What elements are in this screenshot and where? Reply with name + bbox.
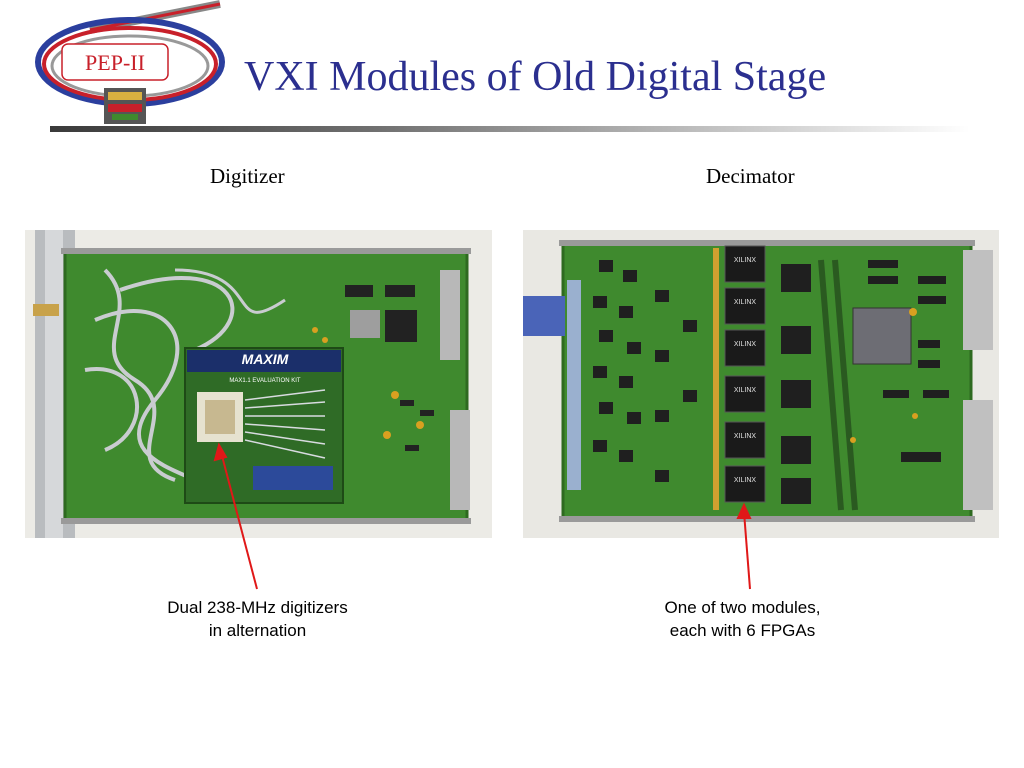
fpga-label-4: XILINX xyxy=(734,387,757,394)
fpga-label-1: XILINX xyxy=(734,257,757,264)
fpga-label-3: XILINX xyxy=(734,341,757,348)
digitizer-caption-line-1: Dual 238-MHz digitizers xyxy=(167,598,348,617)
decimator-label: Decimator xyxy=(706,164,795,188)
pep-ii-logo: PEP-II xyxy=(30,0,235,130)
decimator-caption-line-1: One of two modules, xyxy=(664,598,821,617)
slide-title: VXI Modules of Old Digital Stage xyxy=(244,54,827,100)
fpga-label-2: XILINX xyxy=(734,299,757,306)
decimator-caption: One of two modules, each with 6 FPGAs xyxy=(620,596,865,642)
decimator-board-photo: XILINX XILINX XILINX XILINX XILINX XILIN… xyxy=(523,230,999,538)
decimator-caption-line-2: each with 6 FPGAs xyxy=(669,621,816,640)
pep-ii-ring-icon: PEP-II xyxy=(35,0,225,124)
digitizer-board-photo: MAXIM MAX1.1 EVALUATION KIT xyxy=(25,230,492,538)
maxim-board-subtext: MAX1.1 EVALUATION KIT xyxy=(229,378,300,384)
fpga-label-5: XILINX xyxy=(734,433,757,440)
digitizer-caption: Dual 238-MHz digitizers in alternation xyxy=(130,596,385,642)
title-divider xyxy=(50,126,970,132)
maxim-board-text: MAXIM xyxy=(242,351,289,367)
digitizer-caption-line-2: in alternation xyxy=(208,621,307,640)
digitizer-label: Digitizer xyxy=(210,164,285,188)
logo-text: PEP-II xyxy=(85,50,145,75)
fpga-label-6: XILINX xyxy=(734,477,757,484)
